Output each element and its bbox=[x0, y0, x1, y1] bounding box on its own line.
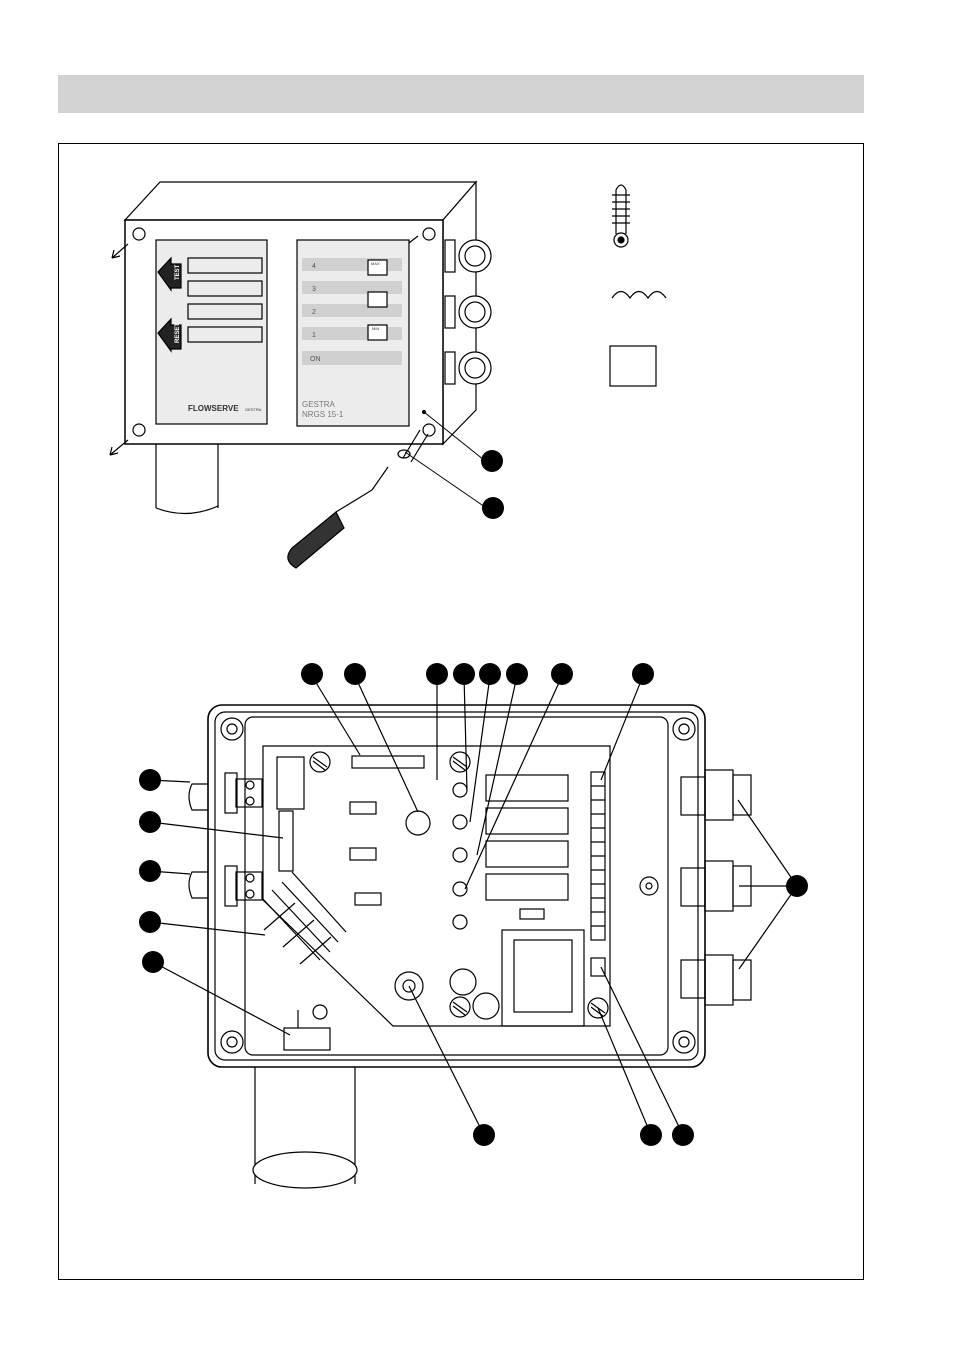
level-label-1: 1 bbox=[312, 332, 316, 339]
level-label-4: 4 bbox=[312, 263, 316, 270]
brand-logo: FLOWSERVE bbox=[188, 404, 239, 413]
callout-marker bbox=[482, 497, 504, 519]
frame-top-rule bbox=[58, 143, 864, 144]
frame-right-rule bbox=[863, 143, 864, 1280]
level-label-3: 3 bbox=[312, 286, 316, 293]
callout-markers-bottom bbox=[139, 663, 808, 1146]
max-key-label: MAX bbox=[371, 261, 380, 266]
brand-sub-logo: GESTRA bbox=[245, 407, 262, 412]
header-bar bbox=[58, 75, 864, 113]
frame-left-rule bbox=[58, 143, 59, 1280]
square-symbol-icon bbox=[609, 345, 657, 387]
thermometer-icon bbox=[612, 184, 630, 248]
reset-button-label: RESET bbox=[175, 323, 181, 343]
callout-marker bbox=[481, 450, 503, 472]
liquid-level-icon bbox=[611, 290, 667, 300]
test-button-label: TEST bbox=[175, 264, 181, 280]
manufacturer-label: GESTRA bbox=[302, 400, 336, 409]
model-label: NRGS 15-1 bbox=[302, 410, 344, 419]
power-label: ON bbox=[310, 356, 321, 363]
housing-open-figure bbox=[149, 675, 798, 1189]
min-key-label: MIN bbox=[372, 326, 379, 331]
frame-bottom-rule bbox=[58, 1279, 864, 1280]
level-label-2: 2 bbox=[312, 309, 316, 316]
housing-closed-figure bbox=[109, 180, 492, 569]
